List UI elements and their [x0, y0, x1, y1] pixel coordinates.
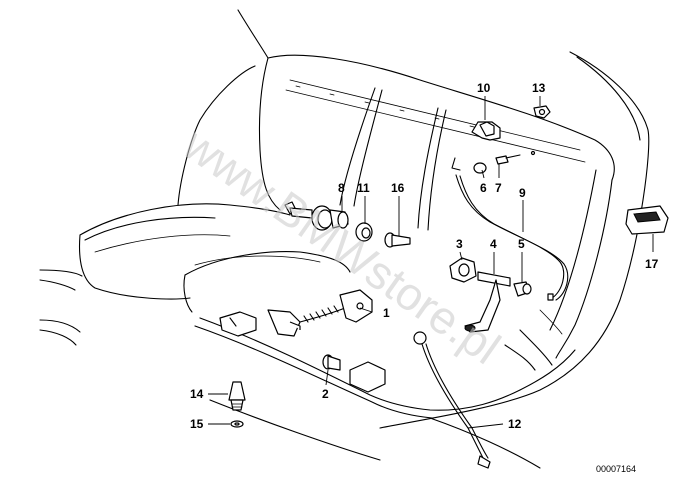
part-4-rod [464, 271, 511, 333]
callout-12: 12 [508, 417, 522, 431]
part-2-bolt [322, 354, 341, 371]
callout-9: 9 [519, 186, 526, 200]
callout-2: 2 [322, 387, 329, 401]
part-14-pin [228, 381, 246, 411]
callout-3: 3 [456, 237, 463, 251]
part-7-screw [495, 150, 536, 165]
part-5-cap [513, 281, 532, 297]
part-10-bracket [471, 121, 501, 141]
callout-14: 14 [190, 387, 204, 401]
part-3-housing [449, 257, 477, 283]
callout-4: 4 [490, 237, 497, 251]
part-6-washer [473, 162, 487, 174]
part-8-lock-cylinder [284, 201, 349, 231]
callout-16: 16 [391, 181, 405, 195]
callout-5: 5 [518, 237, 525, 251]
part-9-cable [451, 157, 569, 301]
callout-11: 11 [357, 181, 370, 195]
diagram-reference-number: 00007164 [596, 464, 636, 474]
callout-7: 7 [495, 181, 502, 195]
part-13-clip [533, 105, 551, 119]
part-17-cover [625, 205, 669, 235]
part-16-screw [384, 232, 411, 248]
callout-1: 1 [383, 306, 390, 320]
callout-10: 10 [477, 81, 491, 95]
part-11-nut [355, 222, 373, 242]
callout-17: 17 [645, 257, 659, 271]
part-15-washer [230, 420, 244, 428]
floor-bracket-left [219, 311, 257, 337]
part-1-lever [267, 289, 373, 337]
callout-6: 6 [480, 181, 487, 195]
callout-15: 15 [190, 417, 204, 431]
callout-8: 8 [338, 181, 345, 195]
leader-lines [208, 96, 654, 429]
callout-13: 13 [532, 81, 546, 95]
rear-seat-outline [39, 9, 650, 469]
callout-labels: 1 2 3 4 5 6 7 8 9 10 11 12 13 14 15 16 1… [190, 81, 659, 431]
floor-bracket-right [349, 361, 386, 393]
